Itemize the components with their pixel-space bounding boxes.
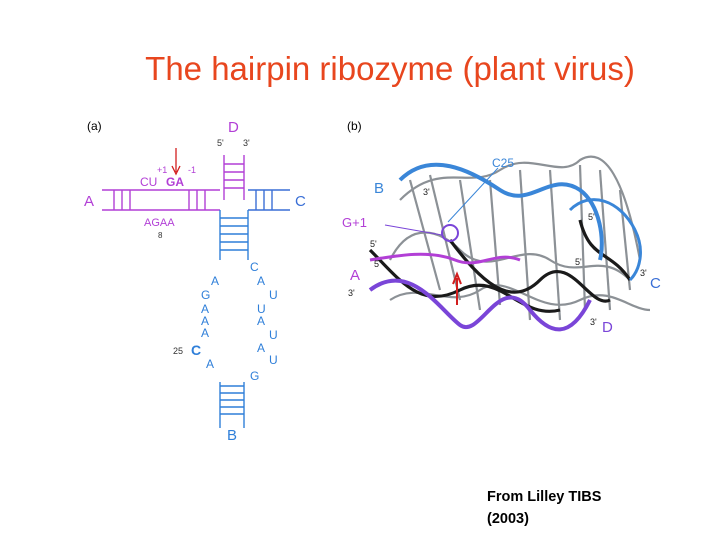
d-five-prime: 5' [217,138,224,148]
label-5b: 5' [374,259,381,269]
svg-text:G: G [201,288,210,302]
arm-d-label: D [228,119,239,136]
arm-b-label: B [227,427,237,444]
label-c: C [650,275,661,292]
arm-c-label: C [295,193,306,210]
label-5a: 5' [370,239,377,249]
svg-text:G: G [250,369,259,383]
label-c25: C25 [492,156,514,170]
panel-b-label: (b) [347,119,362,133]
domain-a-strand [369,252,521,265]
svg-text:A: A [201,326,209,340]
svg-text:U: U [269,353,278,367]
loop-b-left: A G A A A C A [191,274,219,371]
label-b: B [374,180,384,197]
svg-text:A: A [257,274,265,288]
label-5c: 5' [588,212,595,222]
svg-text:A: A [201,314,209,328]
label-g1: G+1 [342,215,367,230]
g1-pointer [384,224,443,236]
purple-strand [368,278,592,332]
label-5d: 5' [575,257,582,267]
svg-text:C: C [250,260,259,274]
d-three-prime: 3' [243,138,250,148]
blue-strand-b [398,162,604,261]
secondary-structure-diagram: (a) D 5' 3' +1 -1 CU GA A AGAA 8 C [84,119,306,444]
arm-a-label: A [84,193,94,210]
svg-text:U: U [269,328,278,342]
c25-pointer [447,167,499,223]
svg-text:A: A [257,314,265,328]
citation: From Lilley TIBS (2003) [487,486,601,530]
svg-text:A: A [206,357,214,371]
label-3a: 3' [423,187,430,197]
svg-text:U: U [257,302,266,316]
svg-text:C: C [191,342,201,358]
loop-b-right: C A U U A U A U G [250,260,278,383]
stem-b-upper [219,210,249,260]
panel-a-label: (a) [87,119,102,133]
minus1-label: -1 [188,165,196,175]
stem-d [223,155,245,200]
plus1-label: +1 [157,165,167,175]
structure-cleavage-arrow-head [452,271,462,285]
svg-text:A: A [201,302,209,316]
loop-a-seq: AGAA [144,217,175,229]
active-site-marker [441,224,459,242]
stem-c [248,189,290,211]
loop-b-25: 25 [173,346,183,356]
label-d: D [602,319,613,336]
cleavage-arrow-head [171,165,181,176]
citation-line-1: From Lilley TIBS [487,489,602,505]
slide-title: The hairpin ribozyme (plant virus) [145,50,635,87]
label-3c: 3' [640,268,647,278]
label-3b: 3' [348,288,355,298]
blue-strand-c [568,198,642,282]
label-a: A [350,267,360,284]
stem-b-lower [219,382,245,428]
label-3d: 3' [590,317,597,327]
cleavage-cu: CU [140,175,157,189]
stem-a [102,189,220,211]
citation-line-2: (2003) [487,511,529,527]
svg-text:U: U [269,288,278,302]
svg-text:A: A [257,341,265,355]
crystal-structure-image: (b) C25 B 3' G+1 5' 5' A 3' 5' 5' 3' C 3… [342,119,661,336]
loop-a-num: 8 [158,231,163,240]
svg-text:A: A [211,274,219,288]
cleavage-ga: GA [166,175,184,189]
